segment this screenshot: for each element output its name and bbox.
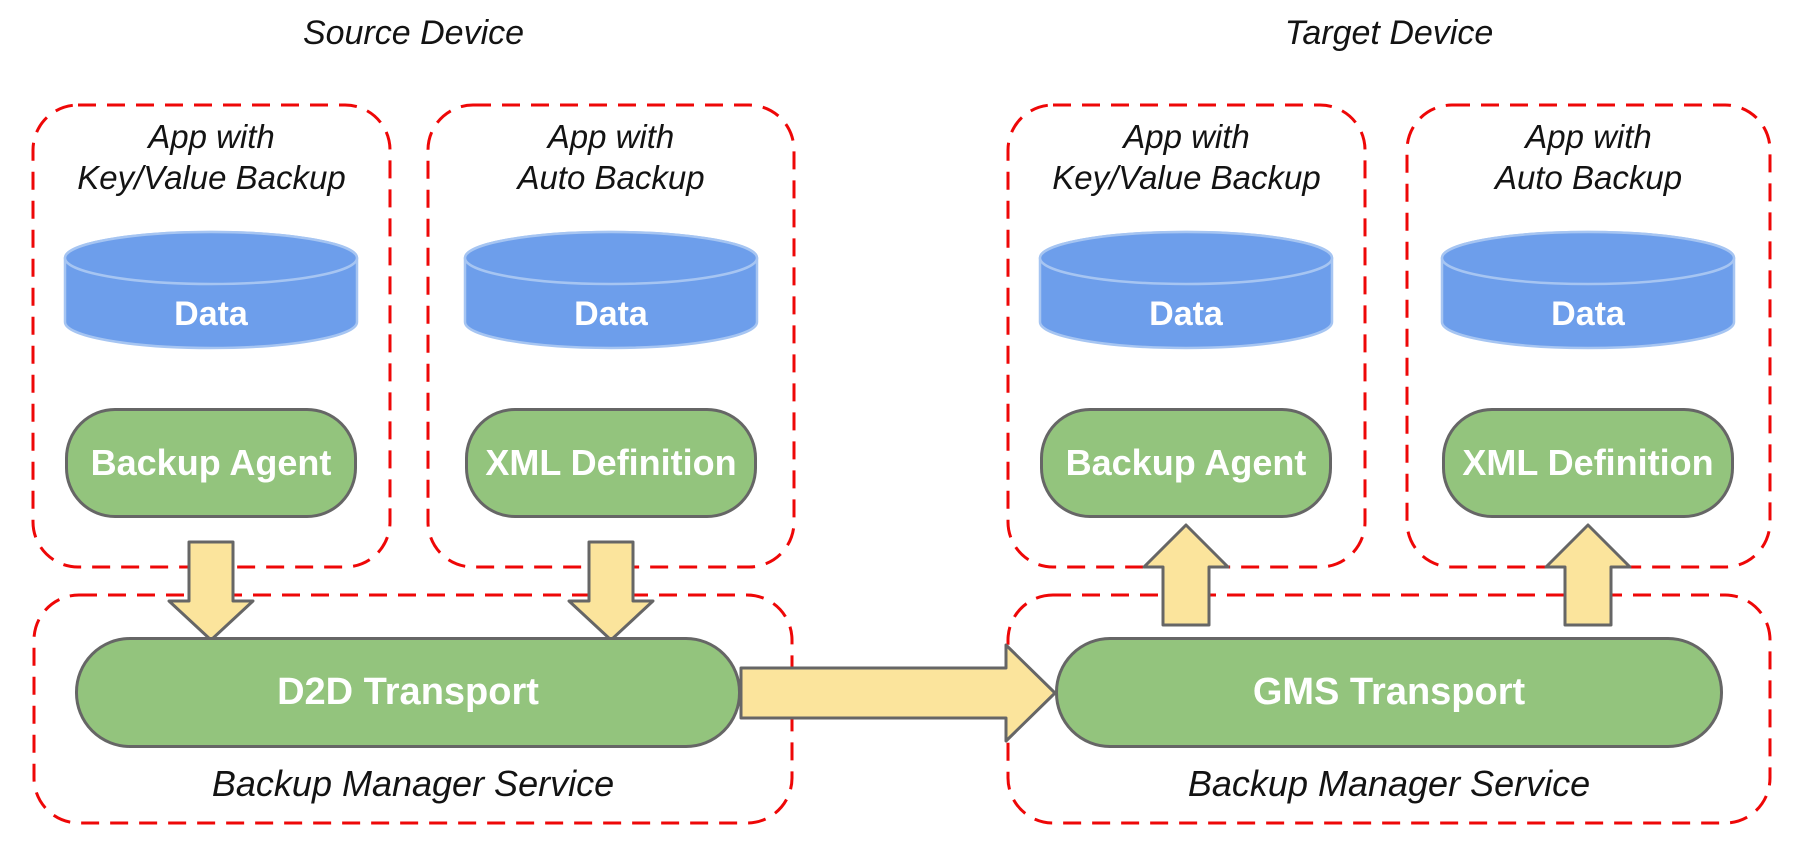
database-cylinder-icon — [63, 230, 359, 350]
gms-transport-pill: GMS Transport — [1055, 637, 1723, 748]
app-title-line1: App with — [1123, 118, 1250, 155]
source-auto-app-boundary — [426, 103, 796, 569]
target-backup-manager-boundary — [1006, 593, 1772, 825]
app-title-line2: Key/Value Backup — [77, 159, 346, 196]
source-keyvalue-app-title: App with Key/Value Backup — [33, 116, 390, 198]
target-backup-manager-label: Backup Manager Service — [1187, 763, 1591, 804]
source-auto-app-title: App with Auto Backup — [428, 116, 794, 198]
database-cylinder-icon — [1440, 230, 1736, 350]
app-title-line2: Auto Backup — [517, 159, 705, 196]
d2d-transport-pill: D2D Transport — [75, 637, 741, 748]
target-auto-app-title: App with Auto Backup — [1407, 116, 1770, 198]
xml-definition-pill: XML Definition — [1442, 408, 1734, 518]
backup-agent-pill: Backup Agent — [1040, 408, 1332, 518]
data-store-label: Data — [574, 295, 648, 333]
data-store-label: Data — [174, 295, 248, 333]
right-arrow-d2d-to-gms-icon — [739, 643, 1057, 743]
source-backup-manager-label: Backup Manager Service — [211, 763, 615, 804]
database-cylinder-icon — [1038, 230, 1334, 350]
down-arrow-backup-agent-to-d2d-icon — [167, 540, 255, 642]
up-arrow-gms-to-backup-agent-icon — [1142, 523, 1230, 627]
app-title-line1: App with — [1525, 118, 1652, 155]
app-title-line1: App with — [148, 118, 275, 155]
data-store-label: Data — [1551, 295, 1625, 333]
target-keyvalue-app-title: App with Key/Value Backup — [1008, 116, 1365, 198]
up-arrow-gms-to-xml-definition-icon — [1544, 523, 1632, 627]
backup-agent-pill: Backup Agent — [65, 408, 357, 518]
down-arrow-xml-definition-to-d2d-icon — [567, 540, 655, 642]
app-title-line1: App with — [547, 118, 675, 155]
target-device-title: Target Device — [1284, 14, 1494, 52]
target-auto-app-boundary — [1405, 103, 1772, 569]
app-title-line2: Auto Backup — [1494, 159, 1683, 196]
source-backup-manager-boundary — [32, 593, 794, 825]
source-device-title: Source Device — [302, 14, 525, 52]
data-store-label: Data — [1149, 295, 1223, 333]
xml-definition-pill: XML Definition — [465, 408, 757, 518]
database-cylinder-icon — [463, 230, 759, 350]
app-title-line2: Key/Value Backup — [1052, 159, 1321, 196]
